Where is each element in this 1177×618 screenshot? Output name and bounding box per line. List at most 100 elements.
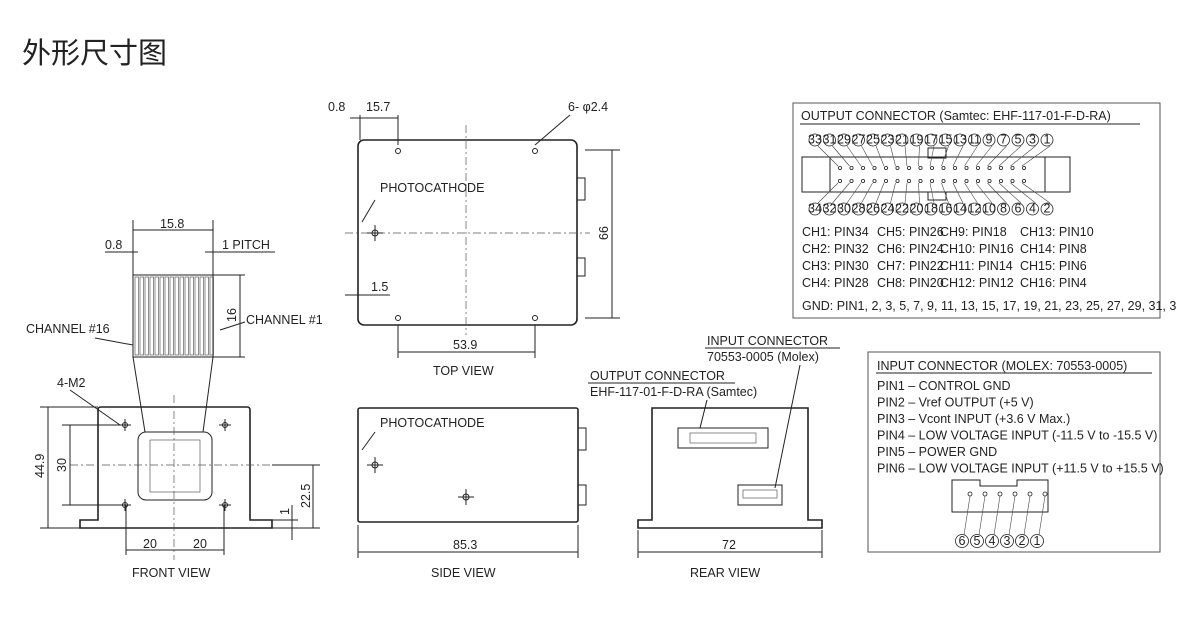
pin-number-circle (852, 133, 865, 147)
pin-number-circle (808, 133, 822, 147)
dim-1: 1 (278, 508, 292, 515)
pin (967, 491, 973, 497)
pin-number: 19 (910, 133, 924, 147)
channel-mapping: CH13: PIN10 (1020, 225, 1094, 239)
pin-number: 32 (823, 202, 837, 216)
pin-number-circle (1011, 133, 1025, 147)
pin-number-circle (823, 133, 836, 147)
pin-number-circle (924, 133, 938, 147)
input-box-heading: INPUT CONNECTOR (MOLEX: 70553-0005) (877, 359, 1127, 373)
pin (1010, 165, 1015, 170)
channel-mapping: CH3: PIN30 (802, 259, 869, 273)
side-view: PHOTOCATHODE 85.3 SIDE VIEW (357, 407, 587, 580)
dim-20-left: 20 (143, 537, 157, 551)
pin (987, 165, 992, 170)
pin-number: 20 (910, 202, 924, 216)
side-view-label: SIDE VIEW (431, 566, 496, 580)
channel-mapping: CH15: PIN6 (1020, 259, 1087, 273)
pin (964, 178, 969, 183)
pin-number-circle (1040, 133, 1054, 147)
channel-mapping: CH11: PIN14 (940, 259, 1013, 273)
dim-22-5: 22.5 (299, 484, 313, 508)
channel-mapping: CH12: PIN12 (940, 276, 1014, 290)
dim-20-right: 20 (193, 537, 207, 551)
pin (872, 178, 877, 183)
pin-number: 3 (1004, 534, 1011, 548)
screws-label: 4-M2 (57, 376, 86, 390)
pin-number-circle (852, 202, 865, 216)
pin (997, 491, 1003, 497)
pin-number-circle (881, 202, 894, 216)
pin-number-circle (997, 202, 1010, 216)
pin-number-circle (910, 202, 923, 216)
pin-number: 5 (974, 534, 981, 548)
front-view-label: FRONT VIEW (132, 566, 210, 580)
input-connector-label: INPUT CONNECTOR (707, 334, 828, 348)
pin-number-circle (955, 534, 969, 548)
dim-44-9: 44.9 (33, 454, 47, 478)
pin-number-circle (939, 133, 952, 147)
pin-number: 5 (1015, 133, 1022, 147)
pin (861, 165, 866, 170)
fin (174, 276, 179, 356)
pin (953, 178, 958, 183)
pin-number: 34 (808, 202, 822, 216)
pin-number-circle (953, 133, 967, 147)
pin (907, 165, 912, 170)
pin-number-circle (895, 133, 909, 147)
pin-number: 8 (1000, 202, 1007, 216)
pitch-label: 1 PITCH (222, 238, 270, 252)
fin (159, 276, 164, 356)
pin-number-circle (968, 202, 981, 216)
pin-number: 29 (837, 133, 851, 147)
dim-15-8: 15.8 (160, 217, 184, 231)
pin-number-circle (823, 202, 836, 216)
dim-0-8: 0.8 (328, 100, 345, 114)
pin (1022, 178, 1027, 183)
pin-number: 1 (1034, 534, 1041, 548)
pin-number-circle (837, 202, 851, 216)
input-pin-desc: PIN1 – CONTROL GND (877, 379, 1011, 393)
side-photocathode-label: PHOTOCATHODE (380, 416, 484, 430)
pin-number: 1 (1044, 133, 1051, 147)
pin (838, 178, 843, 183)
fin (134, 276, 139, 356)
channel-mapping: CH1: PIN34 (802, 225, 869, 239)
channel-mapping: CH7: PIN22 (877, 259, 944, 273)
pin-number-circle (953, 202, 967, 216)
screw-hole-icon (219, 419, 231, 431)
pin-number-circle (808, 202, 822, 216)
pin-number: 31 (823, 133, 837, 147)
pin-number-circle (1026, 133, 1039, 147)
pin (861, 178, 866, 183)
pin-number-circle (968, 133, 981, 147)
pin-number-circle (910, 133, 923, 147)
input-pin-desc: PIN4 – LOW VOLTAGE INPUT (-11.5 V to -15… (877, 429, 1157, 443)
fin (164, 276, 169, 356)
pin-number-circle (939, 202, 952, 216)
pin (838, 165, 843, 170)
fin (139, 276, 144, 356)
channel-16-label: CHANNEL #16 (26, 322, 110, 336)
channel-mapping: CH2: PIN32 (802, 242, 869, 256)
channel-mapping: CH10: PIN16 (940, 242, 1014, 256)
pin-number: 24 (881, 202, 895, 216)
output-box-heading: OUTPUT CONNECTOR (Samtec: EHF-117-01-F-D… (801, 109, 1111, 123)
pin-number: 4 (1029, 202, 1036, 216)
pin-number-circle (1026, 202, 1039, 216)
pin (930, 165, 935, 170)
fin (179, 276, 184, 356)
dim-85-3: 85.3 (453, 538, 477, 552)
dim-15-7: 15.7 (366, 100, 390, 114)
fin (149, 276, 154, 356)
pin-number: 12 (968, 202, 982, 216)
channel-mapping: CH16: PIN4 (1020, 276, 1087, 290)
input-pin-desc: PIN6 – LOW VOLTAGE INPUT (+11.5 V to +15… (877, 462, 1164, 476)
pin-number: 25 (866, 133, 880, 147)
channel-1-label: CHANNEL #1 (246, 313, 323, 327)
pin (941, 165, 946, 170)
pin (1012, 491, 1018, 497)
pin (999, 178, 1004, 183)
input-pin-desc: PIN3 – Vcont INPUT (+3.6 V Max.) (877, 412, 1070, 426)
channel-mapping: CH14: PIN8 (1020, 242, 1087, 256)
